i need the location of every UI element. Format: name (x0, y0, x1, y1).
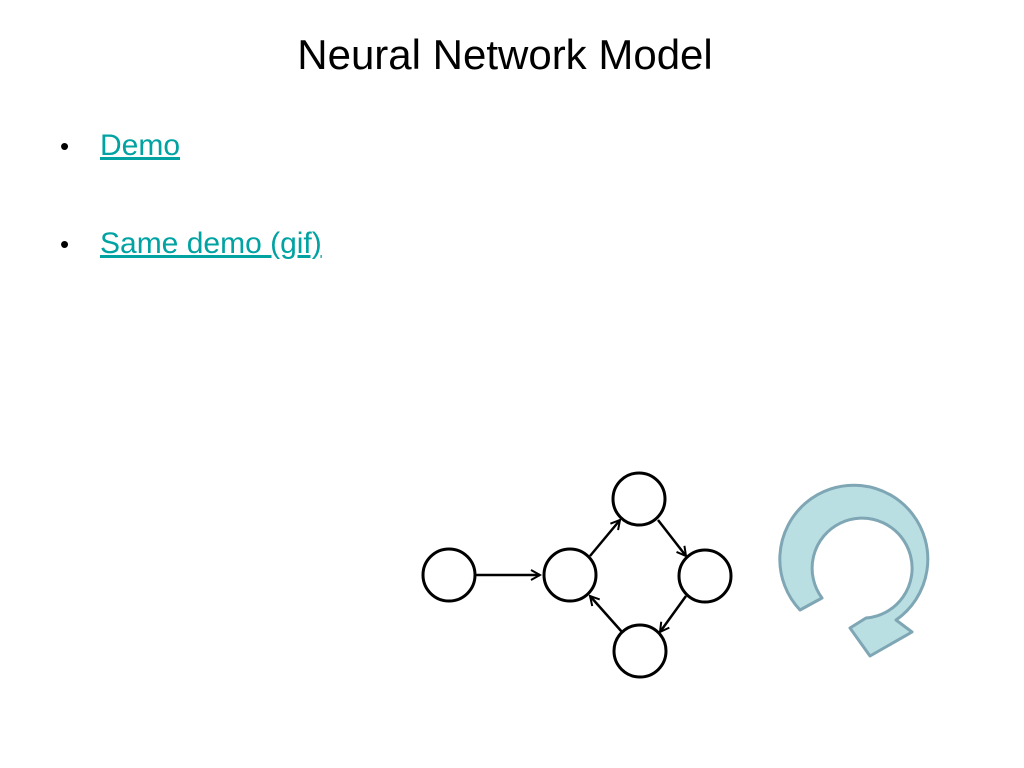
hidden-node-right (677, 548, 733, 604)
edge-left-to-top (589, 520, 620, 557)
edge-top-to-right (657, 519, 686, 556)
edge-right-to-bottom (660, 595, 688, 632)
input-node (421, 547, 477, 603)
hidden-node-top (611, 471, 667, 527)
bullet-marker: • (60, 131, 70, 161)
demo-link[interactable]: Demo (100, 129, 181, 162)
edge-bottom-to-left (590, 596, 623, 633)
hidden-node-bottom (612, 623, 668, 679)
slide-title: Neural Network Model (297, 31, 713, 78)
gif-demo-link[interactable]: Same demo (gif) (100, 227, 322, 260)
hidden-node-left (542, 547, 598, 603)
bullet-marker: • (60, 229, 70, 259)
circular-arrow-icon (778, 483, 930, 658)
